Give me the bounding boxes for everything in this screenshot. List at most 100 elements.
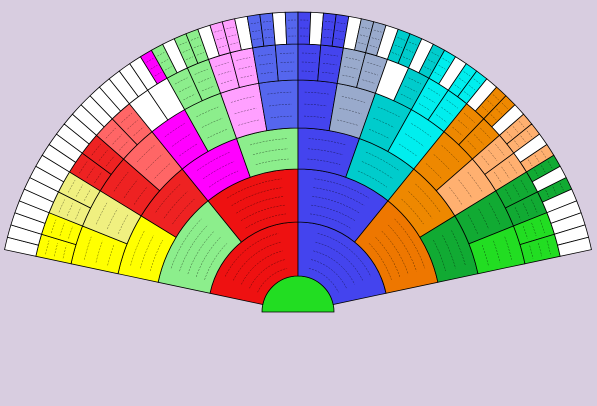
ancestor-cell-g4-2-text-2: [123, 179, 138, 199]
ancestor-cell-g4-8-text-1: [303, 115, 326, 119]
ancestor-cell-g6-37-text-2: [360, 34, 368, 37]
ancestor-cell-g5-26-text-2: [488, 149, 498, 161]
ancestor-cell-g5-5-text-3: [91, 144, 101, 156]
ancestor-cell-g5-29-text-2: [523, 203, 529, 216]
ancestor-cell-g5-11-text-2: [198, 77, 212, 83]
ancestor-cell-g4-9-text-1: [337, 119, 358, 126]
ancestor-cell-g4-10-text-3: [377, 106, 400, 118]
ancestor-cell-g3-2-text-3: [197, 151, 231, 171]
ancestor-cell-g6-53-text-3: [526, 130, 532, 138]
ancestor-cell-g4-0-text-3: [84, 236, 92, 260]
ancestor-cell-g4-11-text-1: [398, 143, 417, 157]
ancestor-cell-g6-43-text-2: [427, 59, 435, 64]
ancestor-cell-g6-40-text-2: [394, 44, 403, 48]
ancestor-cell-g4-7-text-2: [269, 103, 292, 107]
ancestor-cell-g6-25-text-3: [214, 29, 223, 33]
ancestor-cell-g6-52-text-1: [506, 131, 512, 138]
ancestor-cell-g6-44-text-2: [438, 65, 446, 70]
ancestor-cell-g4-14-text-2: [478, 208, 489, 230]
ancestor-cell-g6-43-text-1: [424, 66, 432, 71]
ancestor-cell-g5-10-text-2: [179, 85, 192, 93]
ancestor-cell-g5-6-text-1: [119, 140, 129, 151]
ancestor-cell-g3-1-text-2: [163, 191, 188, 219]
ancestor-cell-g4-15-text-3: [504, 236, 512, 260]
ancestor-cell-g5-3-text-3: [68, 179, 76, 193]
ancestor-cell-g5-4-text-1: [94, 171, 102, 184]
ancestor-cell-g5-15-text-2: [280, 61, 295, 63]
ancestor-cell-g6-20-text-1: [164, 66, 172, 71]
ancestor-cell-g4-11-text-2: [405, 133, 424, 147]
ancestor-cell-g1-1-text-5: [317, 233, 371, 277]
ancestor-cell-g6-52-text-2: [512, 126, 519, 133]
ancestor-cell-g4-12-text-3: [441, 145, 460, 163]
ancestor-cell-g5-17-text-1: [322, 72, 336, 75]
ancestor-cell-g5-3-text-2: [76, 184, 84, 197]
ancestor-cell-g5-23-text-1: [436, 114, 447, 123]
ancestor-cell-g5-2-text-2: [67, 203, 73, 216]
ancestor-cell-g5-30-text-2: [531, 222, 537, 236]
ancestor-cell-g6-50-text-3: [501, 102, 508, 109]
ancestor-cell-g4-7-text-1: [270, 115, 293, 119]
ancestor-cell-g5-16-text-3: [301, 52, 317, 54]
ancestor-cell-g5-1-text-1: [68, 226, 73, 239]
ancestor-cell-g6-29-text-3: [263, 21, 271, 23]
ancestor-cell-g4-6-text-2: [234, 108, 257, 115]
ancestor-cell-g6-25-text-1: [218, 45, 227, 48]
ancestor-cell-g6-40-text-1: [392, 52, 400, 56]
ancestor-cell-g4-4-text-2: [172, 133, 191, 147]
ancestor-cell-g4-10-text-1: [368, 129, 389, 139]
ancestor-cell-g6-22-text-1: [185, 56, 193, 60]
ancestor-cell-g5-14-text-2: [259, 63, 273, 66]
ancestor-cell-g4-7-text-3: [267, 91, 292, 95]
ancestor-cell-g5-11-text-3: [194, 69, 208, 75]
ancestor-cell-g6-22-text-3: [179, 41, 187, 46]
ancestor-cell-g6-58-text-2: [552, 186, 557, 194]
ancestor-cell-g3-5-text-2: [361, 161, 394, 180]
ancestor-cell-g2-3-text-2: [375, 237, 400, 277]
ancestor-cell-g5-31-text-3: [546, 240, 551, 255]
ancestor-cell-g2-3-text-4: [388, 224, 417, 272]
ancestor-cell-g4-12-text-1: [425, 163, 442, 179]
ancestor-cell-g4-9-text-3: [341, 96, 366, 103]
ancestor-cell-g4-3-text-1: [154, 163, 171, 179]
ancestor-cell-g6-47-text-3: [473, 78, 481, 84]
ancestor-cell-g4-13-text-3: [467, 171, 483, 192]
ancestor-cell-g6-38-text-2: [371, 37, 380, 41]
ancestor-cell-g3-7-text-2: [442, 235, 456, 269]
ancestor-cell-g5-24-text-2: [458, 120, 469, 130]
ancestor-cell-g6-35-text-3: [337, 22, 346, 25]
ancestor-cell-g3-3-text-3: [250, 138, 288, 146]
ancestor-cell-g6-56-text-1: [534, 169, 539, 177]
ancestor-cell-g6-44-text-3: [442, 58, 450, 63]
ancestor-cell-g5-12-text-1: [220, 79, 234, 84]
ancestor-cell-g5-19-text-2: [364, 70, 378, 76]
ancestor-cell-g4-10-text-2: [373, 117, 395, 128]
ancestor-cell-g5-30-text-1: [523, 226, 528, 239]
ancestor-cell-g6-20-text-3: [157, 52, 165, 57]
ancestor-cell-g5-28-text-2: [512, 184, 520, 197]
ancestor-cell-g6-55-text-1: [528, 159, 533, 167]
ancestor-cell-g4-8-text-3: [304, 91, 329, 95]
ancestor-cell-g6-25-text-2: [216, 37, 225, 41]
ancestor-cell-g6-34-text-3: [325, 21, 333, 23]
ancestor-cell-g5-2-text-3: [58, 199, 65, 213]
ancestor-cell-g1-1-text-2: [311, 259, 347, 289]
ancestor-cell-g6-23-text-1: [196, 52, 204, 56]
ancestor-cell-g4-4-text-1: [179, 143, 198, 157]
ancestor-cell-g3-1-text-1: [172, 198, 195, 225]
ancestor-cell-g4-11-text-3: [411, 123, 432, 138]
ancestor-cell-g3-0-text-3: [130, 230, 145, 266]
ancestor-cell-g6-49-text-2: [487, 100, 494, 106]
ancestor-cell-g3-0-text-1: [150, 239, 163, 272]
ancestor-cell-g3-3-text-1: [255, 158, 289, 165]
ancestor-cell-g5-31-text-2: [538, 243, 542, 257]
ancestor-cell-g5-23-text-3: [446, 99, 459, 109]
ancestor-cell-g5-19-text-3: [367, 62, 381, 67]
ancestor-cell-g4-5-text-3: [196, 106, 219, 118]
ancestor-cell-g5-13-text-1: [240, 74, 254, 79]
ancestor-cell-g5-22-text-1: [418, 103, 431, 111]
ancestor-cell-g5-3-text-1: [84, 189, 91, 201]
ancestor-cell-g5-18-text-2: [344, 66, 358, 70]
ancestor-cell-g6-50-text-2: [496, 108, 502, 115]
ancestor-cell-g5-19-text-1: [362, 79, 376, 84]
